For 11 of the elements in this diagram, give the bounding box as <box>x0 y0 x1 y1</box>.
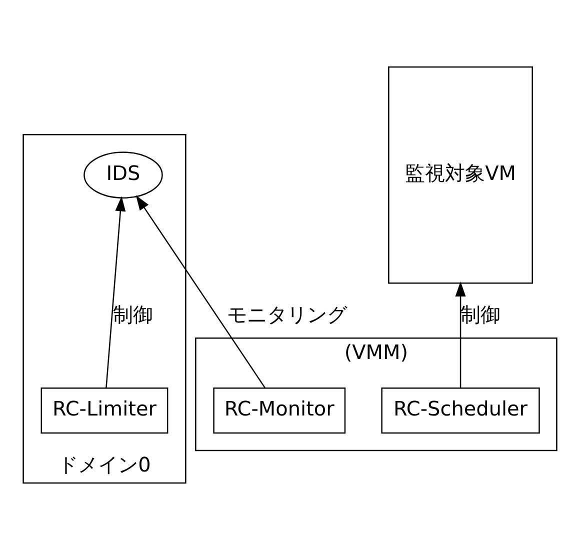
node-box: RC-Monitor <box>213 387 346 434</box>
node-box: RC-Limiter <box>40 387 168 434</box>
arrow <box>106 196 126 388</box>
arrow <box>455 281 466 388</box>
node-box: RC-Scheduler <box>381 387 540 434</box>
edge-label: 制御 <box>460 302 501 327</box>
edge-label: 制御 <box>113 302 154 327</box>
node-ellipse: IDS <box>84 152 163 198</box>
edge-label: モニタリング <box>226 302 347 327</box>
arrow <box>136 195 266 388</box>
node-box: 監視対象VM <box>388 66 533 284</box>
